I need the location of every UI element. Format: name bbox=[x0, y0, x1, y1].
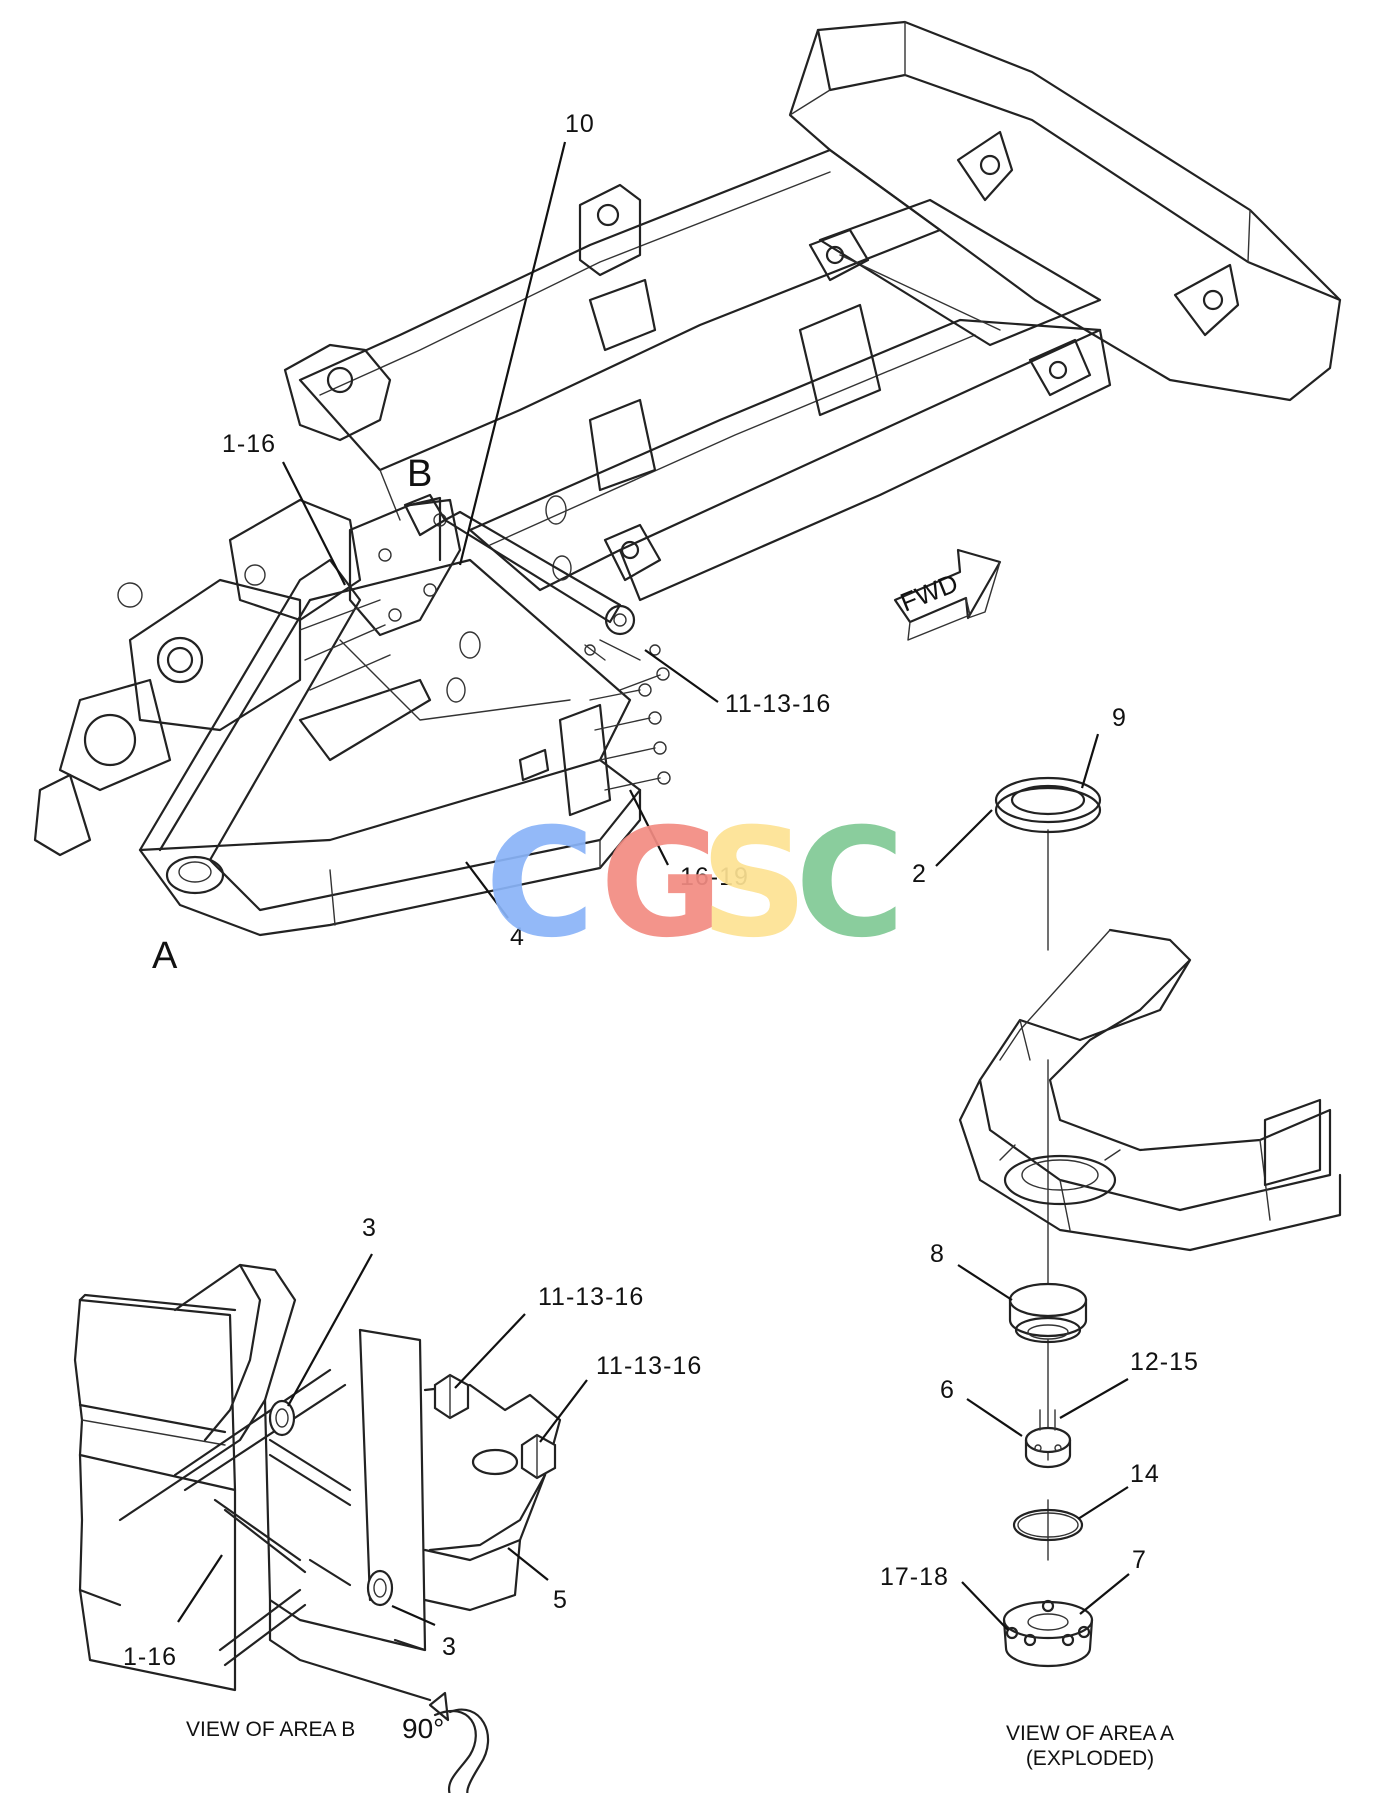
cap-part bbox=[1002, 1599, 1094, 1668]
main-frame-drawing bbox=[33, 20, 1342, 937]
callout-11-13-16-main: 11-13-16 bbox=[725, 690, 831, 718]
fwd-label: FWD bbox=[896, 568, 962, 618]
watermark-logo: C G S C bbox=[485, 797, 905, 971]
caption-rotation: 90° bbox=[402, 1713, 444, 1744]
callout-1-16-bottom: 1-16 bbox=[123, 1643, 177, 1671]
callout-16-19: 16-19 bbox=[680, 863, 749, 891]
callout-6: 6 bbox=[940, 1376, 955, 1404]
callout-9: 9 bbox=[1112, 704, 1127, 732]
callout-10: 10 bbox=[565, 110, 595, 138]
callout-3-top: 3 bbox=[362, 1214, 377, 1242]
watermark-letter-4: C bbox=[795, 797, 905, 971]
callout-1-16-top: 1-16 bbox=[222, 430, 276, 458]
retainer-part bbox=[1024, 1409, 1072, 1469]
watermark-letter-1: C bbox=[485, 797, 595, 971]
seal-ring-part bbox=[994, 776, 1102, 834]
callout-14: 14 bbox=[1130, 1460, 1160, 1488]
callout-2: 2 bbox=[912, 860, 927, 888]
area-label-a: A bbox=[152, 935, 178, 977]
callout-4: 4 bbox=[510, 923, 525, 951]
rotation-arrow-icon bbox=[428, 1691, 490, 1793]
callout-11-13-16-b2: 11-13-16 bbox=[596, 1352, 702, 1380]
callout-8: 8 bbox=[930, 1240, 945, 1268]
watermark-letter-3: S bbox=[700, 797, 808, 971]
forward-arrow-icon: FWD bbox=[893, 548, 1002, 641]
callout-11-13-16-b1: 11-13-16 bbox=[538, 1283, 644, 1311]
callout-3-bottom: 3 bbox=[442, 1633, 457, 1661]
area-a-exploded-drawing bbox=[958, 776, 1342, 1668]
callout-5: 5 bbox=[553, 1586, 568, 1614]
caption-exploded: (EXPLODED) bbox=[1026, 1747, 1154, 1770]
callout-17-18: 17-18 bbox=[880, 1563, 949, 1591]
leader-lines bbox=[177, 141, 1130, 1631]
callout-12-15: 12-15 bbox=[1130, 1348, 1199, 1376]
area-label-b: B bbox=[407, 453, 432, 495]
bearing-part bbox=[1008, 1282, 1088, 1344]
caption-view-area-a: VIEW OF AREA A bbox=[1006, 1722, 1174, 1745]
callout-labels: 10 1-16 11-13-16 16-19 4 9 2 8 12-15 6 1… bbox=[123, 110, 1199, 1671]
callout-7: 7 bbox=[1132, 1546, 1147, 1574]
watermark-letter-2: G bbox=[600, 797, 723, 971]
caption-view-area-b: VIEW OF AREA B bbox=[186, 1718, 355, 1741]
area-b-detail-drawing bbox=[73, 1263, 562, 1702]
o-ring-part bbox=[1012, 1508, 1084, 1542]
view-captions: VIEW OF AREA B 90° VIEW OF AREA A (EXPLO… bbox=[186, 1713, 1174, 1770]
